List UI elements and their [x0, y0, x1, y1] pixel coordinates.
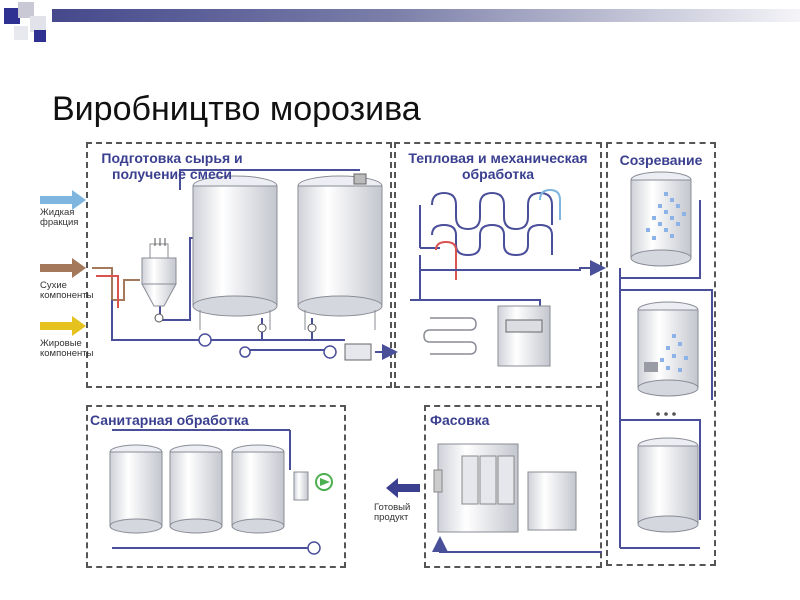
output-arrow	[386, 478, 420, 498]
prep-pumps	[198, 323, 372, 361]
cip-tank-1	[109, 444, 163, 534]
cip-tank-2	[169, 444, 223, 534]
heat-exchanger	[410, 188, 606, 330]
cip-pumps	[307, 473, 333, 555]
freezer-unit	[497, 305, 551, 367]
packaging-unit	[527, 471, 577, 531]
input-label-fat: Жировые компоненты	[40, 338, 94, 359]
panel-packing	[424, 405, 602, 568]
mixer-tank	[141, 238, 177, 323]
input-label-dry: Сухие компоненты	[40, 280, 94, 301]
panel-sanitary	[86, 405, 346, 568]
label-prep: Подготовка сырья и получение смеси	[101, 150, 243, 182]
label-packing: Фасовка	[430, 412, 490, 428]
cip-tank-3	[231, 444, 285, 534]
cip-small-vessel	[293, 471, 309, 501]
decor-square-3	[30, 16, 46, 32]
decor-square-5	[34, 30, 46, 42]
input-arrow-liquid	[40, 190, 86, 210]
aging-piping	[432, 200, 713, 553]
storage-tank-2	[297, 173, 383, 330]
panel-prep	[86, 142, 392, 388]
aging-tank-1	[630, 171, 692, 267]
decor-square-4	[14, 26, 28, 40]
label-thermal: Тепловая и механическая обработка	[408, 150, 588, 182]
decor-square-2	[18, 2, 34, 18]
decor-square-1	[4, 8, 20, 24]
label-aging: Созревание	[619, 152, 703, 168]
input-arrow-dry	[40, 258, 86, 278]
sanitary-piping	[112, 429, 310, 549]
input-arrow-fat	[40, 316, 86, 336]
output-label: Готовый продукт	[374, 502, 411, 523]
aging-tank-2	[637, 301, 699, 397]
input-label-liquid: Жидкая фракция	[40, 207, 79, 228]
prep-piping	[92, 169, 398, 360]
filling-machine	[433, 443, 519, 533]
header-bar	[52, 9, 800, 22]
cooler-coil	[423, 317, 477, 355]
aging-tank-3	[637, 437, 699, 533]
page-title: Виробництво морозива	[52, 90, 421, 128]
panel-aging	[606, 142, 716, 566]
aging-dots	[656, 412, 676, 416]
label-sanitary: Санитарная обработка	[90, 412, 249, 428]
storage-tank-1	[192, 175, 278, 330]
